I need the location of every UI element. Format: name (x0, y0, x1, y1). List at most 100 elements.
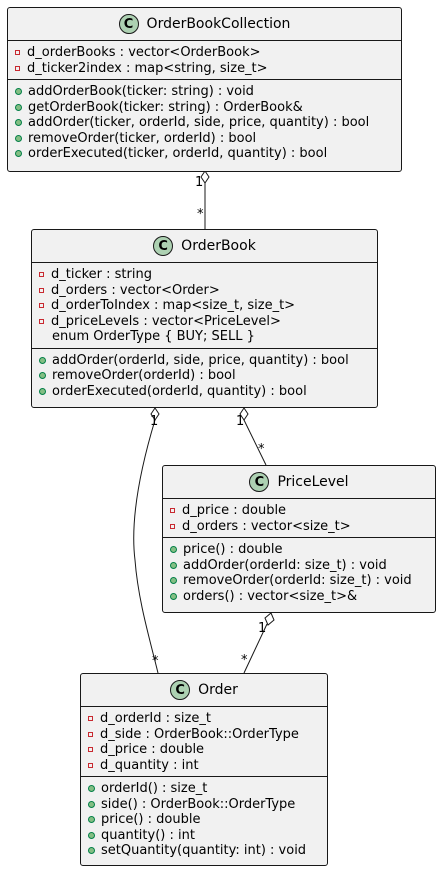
method-row: side() : OrderBook::OrderType (88, 797, 327, 813)
mult-orderbook-pricelevel-from: 1 (236, 414, 245, 429)
field-row: d_orders : vector<Order> (39, 283, 377, 299)
mult-collection-orderbook-to: * (197, 207, 204, 222)
private-marker-icon (170, 508, 175, 514)
method-row: addOrder(orderId, side, price, quantity)… (39, 353, 377, 369)
class-order-book-collection[interactable]: C OrderBookCollection d_orderBooks : vec… (7, 7, 402, 172)
method-text: removeOrder(ticker, orderId) : bool (28, 130, 257, 146)
method-row: orderExecuted(orderId, quantity) : bool (39, 384, 377, 400)
private-marker-icon (88, 731, 93, 737)
field-row: d_orderBooks : vector<OrderBook> (15, 45, 401, 61)
field-row: d_side : OrderBook::OrderType (88, 727, 327, 743)
method-text: addOrder(orderId, side, price, quantity)… (52, 352, 349, 368)
field-row: d_orderId : size_t (88, 711, 327, 727)
class-c-icon: C (249, 472, 270, 492)
method-text: orderExecuted(orderId, quantity) : bool (52, 383, 307, 399)
field-text: d_price : double (182, 503, 287, 518)
field-row: d_priceLevels : vector<PriceLevel> (39, 314, 377, 330)
public-marker-icon (170, 577, 177, 585)
mult-orderbook-pricelevel-to: * (258, 442, 265, 457)
method-row: price() : double (170, 542, 435, 558)
method-row: orders() : vector<size_t>& (170, 589, 435, 605)
fields-section: d_orderId : size_t d_side : OrderBook::O… (81, 707, 327, 777)
class-name: Order (198, 682, 238, 698)
class-price-level[interactable]: C PriceLevel d_price : double d_orders :… (162, 465, 436, 613)
method-row: setQuantity(quantity: int) : void (88, 843, 327, 859)
field-text: d_ticker : string (51, 267, 152, 282)
field-row: d_price : double (88, 742, 327, 758)
class-c-icon: C (170, 680, 191, 700)
private-marker-icon (170, 523, 175, 529)
field-row: d_orderToIndex : map<size_t, size_t> (39, 298, 377, 314)
class-header: C Order (81, 674, 327, 707)
method-text: getOrderBook(ticker: string) : OrderBook… (28, 99, 303, 115)
public-marker-icon (39, 372, 46, 380)
private-marker-icon (39, 303, 44, 309)
field-text: d_orders : vector<Order> (51, 282, 220, 298)
mult-orderbook-order-to: * (152, 654, 159, 669)
class-c-icon: C (153, 236, 174, 256)
method-text: price() : double (101, 812, 201, 827)
enum-text: enum OrderType { BUY; SELL } (52, 329, 255, 344)
method-text: orders() : vector<size_t>& (183, 588, 358, 604)
method-text: orderExecuted(ticker, orderId, quantity)… (28, 146, 328, 161)
class-header: C OrderBookCollection (8, 8, 401, 41)
field-text: d_orders : vector<size_t> (182, 518, 351, 534)
class-order[interactable]: C Order d_orderId : size_t d_side : Orde… (80, 673, 328, 866)
class-order-book[interactable]: C OrderBook d_ticker : string d_orders :… (31, 229, 378, 408)
field-text: d_side : OrderBook::OrderType (100, 726, 299, 742)
private-marker-icon (15, 65, 20, 71)
method-row: orderExecuted(ticker, orderId, quantity)… (15, 146, 401, 162)
class-header: C PriceLevel (163, 466, 435, 499)
methods-section: orderId() : size_t side() : OrderBook::O… (81, 777, 327, 862)
mult-orderbook-order-from: 1 (150, 414, 159, 429)
aggregation-diamond (264, 612, 275, 626)
public-marker-icon (88, 800, 95, 808)
public-marker-icon (15, 119, 22, 127)
method-row: addOrder(orderId: size_t) : void (170, 558, 435, 574)
method-text: side() : OrderBook::OrderType (101, 796, 296, 812)
method-row: price() : double (88, 812, 327, 828)
public-marker-icon (15, 103, 22, 111)
method-text: addOrder(orderId: size_t) : void (183, 557, 387, 573)
fields-section: d_orderBooks : vector<OrderBook> d_ticke… (8, 41, 401, 80)
fields-section: d_ticker : string d_orders : vector<Orde… (32, 263, 377, 349)
method-row: getOrderBook(ticker: string) : OrderBook… (15, 100, 401, 116)
methods-section: addOrderBook(ticker: string) : void getO… (8, 80, 401, 165)
private-marker-icon (88, 747, 93, 753)
methods-section: price() : double addOrder(orderId: size_… (163, 538, 435, 607)
method-text: quantity() : int (101, 827, 195, 843)
method-text: orderId() : size_t (101, 781, 208, 796)
private-marker-icon (39, 318, 44, 324)
relation-collection-orderbook (200, 170, 210, 229)
method-row: addOrder(ticker, orderId, side, price, q… (15, 115, 401, 131)
method-row: removeOrder(ticker, orderId) : bool (15, 131, 401, 147)
method-text: addOrder(ticker, orderId, side, price, q… (28, 115, 370, 130)
public-marker-icon (88, 816, 95, 824)
public-marker-icon (15, 134, 22, 142)
enum-row: enum OrderType { BUY; SELL } (39, 329, 377, 345)
field-text: d_orderToIndex : map<size_t, size_t> (51, 298, 296, 313)
field-row: d_orders : vector<size_t> (170, 519, 435, 535)
relation-orderbook-pricelevel (239, 407, 267, 466)
field-text: d_ticker2index : map<string, size_t> (27, 60, 268, 76)
public-marker-icon (170, 546, 177, 554)
methods-section: addOrder(orderId, side, price, quantity)… (32, 349, 377, 403)
field-text: d_price : double (100, 742, 205, 757)
method-row: orderId() : size_t (88, 781, 327, 797)
class-name: OrderBookCollection (146, 16, 291, 32)
field-row: d_price : double (170, 503, 435, 519)
method-text: removeOrder(orderId) : bool (52, 368, 236, 383)
field-text: d_priceLevels : vector<PriceLevel> (51, 313, 281, 329)
private-marker-icon (39, 287, 44, 293)
class-name: OrderBook (181, 238, 256, 254)
method-text: price() : double (183, 542, 283, 557)
field-text: d_orderBooks : vector<OrderBook> (27, 45, 261, 60)
private-marker-icon (88, 716, 93, 722)
method-text: addOrderBook(ticker: string) : void (28, 84, 254, 99)
public-marker-icon (39, 356, 46, 364)
public-marker-icon (88, 847, 95, 855)
private-marker-icon (88, 762, 93, 768)
field-row: d_ticker : string (39, 267, 377, 283)
public-marker-icon (88, 785, 95, 793)
